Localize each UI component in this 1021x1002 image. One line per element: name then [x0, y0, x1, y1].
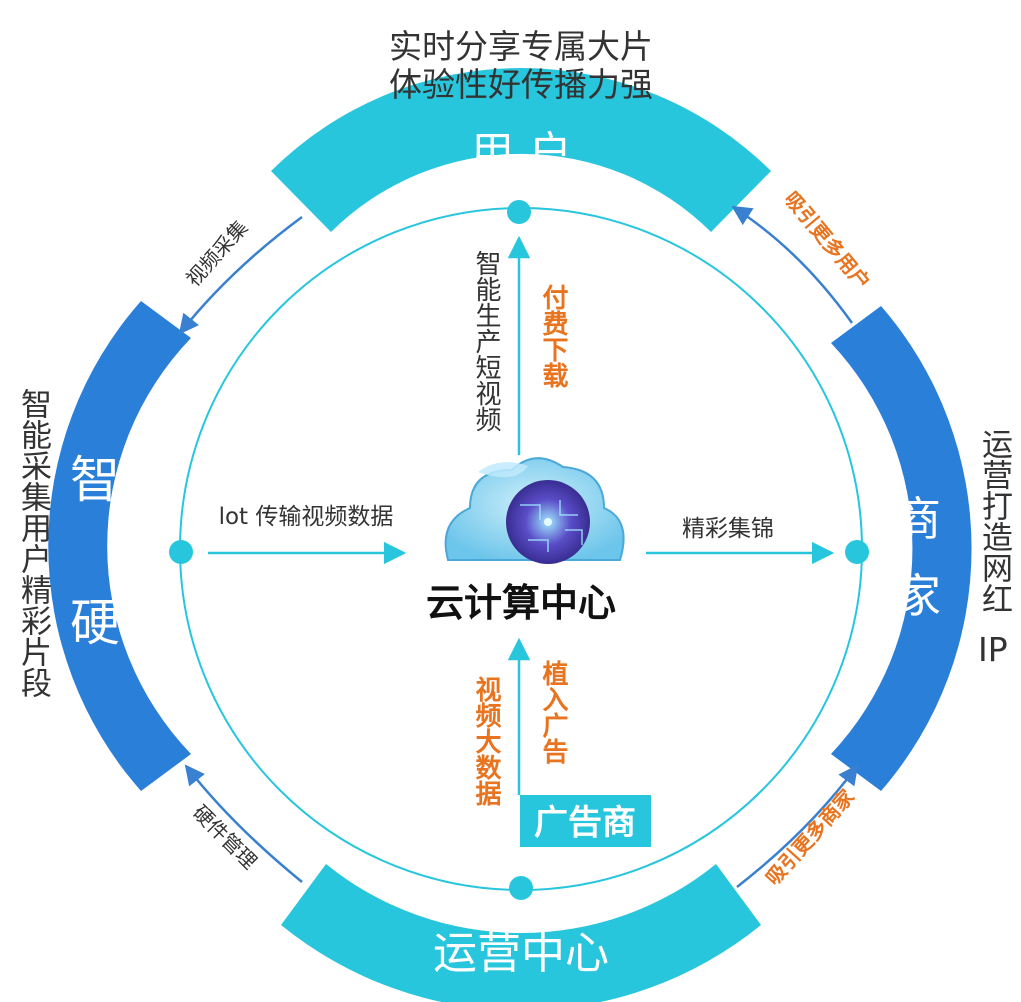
advertiser-label: 广告商: [534, 803, 636, 843]
node-dot-left: [169, 540, 193, 564]
segment-bottom-operations[interactable]: [281, 864, 761, 1002]
segment-label-user: 用 户: [470, 128, 572, 179]
label-attract-more-users: 吸引更多用户: [780, 187, 876, 294]
node-dot-right: [845, 540, 869, 564]
node-dot-top: [507, 200, 531, 224]
segment-label-operations: 运营中心: [433, 928, 609, 979]
label-video-capture: 视频采集: [181, 216, 252, 292]
right-caption-2: IP: [978, 630, 1008, 669]
label-smart-short-video: 智能生产短视频: [471, 250, 501, 432]
segment-right-merchant[interactable]: [831, 306, 972, 791]
cloud-computing-icon: [444, 457, 625, 564]
label-paid-download: 付费下载: [538, 284, 568, 388]
node-dot-bottom: [509, 876, 533, 900]
advertiser-box[interactable]: [520, 795, 651, 847]
segment-label-merchant-2: 家: [895, 569, 941, 623]
segment-top-user[interactable]: [271, 68, 771, 232]
ring-segments: [48, 68, 972, 1002]
segment-label-hardware-2: 硬件: [70, 594, 170, 652]
label-video-big-data: 视频大数据: [471, 676, 501, 806]
right-caption-1: 运营打造网红: [976, 428, 1012, 614]
left-caption: 智能采集用户精彩片段: [15, 388, 51, 698]
label-attract-more-merchants: 吸引更多商家: [761, 784, 860, 890]
segment-left-smart-hardware[interactable]: [48, 301, 191, 791]
segment-label-hardware-1: 智能: [70, 451, 170, 509]
arrow-bottom-left-curve: [184, 764, 303, 883]
label-ad-placement: 植入广告: [538, 660, 568, 764]
top-caption-line-2: 体验性好传播力强: [389, 65, 653, 104]
label-highlights: 精彩集锦: [682, 516, 774, 542]
arrow-top-right-curve: [731, 205, 854, 324]
arrow-top-left-curve: [178, 215, 303, 335]
top-caption-line-1: 实时分享专属大片: [389, 27, 653, 66]
arrow-bottom-right-curve: [736, 764, 859, 888]
segment-label-merchant-1: 商: [895, 492, 941, 546]
center-title: 云计算中心: [426, 581, 616, 625]
label-iot-transfer: lot 传输视频数据: [219, 504, 394, 530]
